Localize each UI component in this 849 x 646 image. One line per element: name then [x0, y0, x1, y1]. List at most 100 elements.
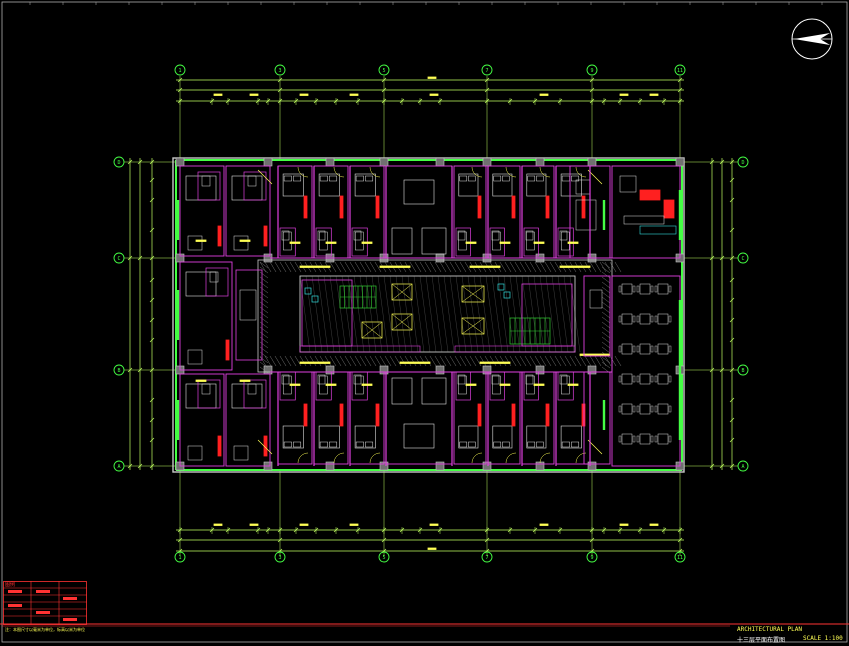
hatch-line — [529, 261, 537, 273]
kitchen-equipment — [639, 225, 677, 235]
bed — [492, 173, 513, 197]
dining-chair — [668, 435, 672, 443]
hatch-line — [349, 355, 357, 367]
dining-chair — [668, 375, 672, 383]
bed — [231, 175, 263, 201]
bed — [526, 173, 547, 197]
hatch-line — [601, 346, 611, 354]
structural-column — [587, 461, 597, 471]
structural-column — [535, 461, 545, 471]
hatch-line — [429, 261, 437, 273]
pillow — [561, 175, 570, 182]
hatch-line — [259, 261, 267, 273]
toilet — [525, 230, 534, 241]
toilet — [247, 383, 257, 395]
dimension-text-mark — [619, 93, 629, 96]
dining-table — [621, 343, 633, 355]
hatch-line — [601, 361, 611, 369]
suite-desk — [421, 227, 447, 255]
hatch-line — [329, 355, 337, 367]
hatch-line — [534, 261, 542, 273]
axis-bubble — [174, 64, 186, 76]
room-tag — [533, 241, 545, 244]
hatch-line — [459, 355, 467, 367]
core-hatch — [467, 275, 479, 353]
pillow — [527, 175, 536, 182]
dimension-tick — [729, 197, 735, 203]
axis-bubble-label: D — [117, 160, 120, 166]
cyan-marker — [503, 291, 511, 299]
axis-bubble — [274, 551, 286, 563]
structural-column — [379, 157, 389, 167]
toilet — [525, 374, 534, 385]
hatch-line — [524, 261, 532, 273]
dining-chair — [650, 405, 654, 413]
bathtub — [561, 231, 570, 251]
core-hatch — [563, 275, 575, 353]
hatch-line — [389, 355, 397, 367]
core-hatch — [437, 275, 449, 353]
hatch-line — [601, 276, 611, 284]
toilet — [201, 383, 211, 395]
toilet — [209, 271, 219, 283]
hatch-line — [264, 355, 272, 367]
dining-chair — [668, 345, 672, 353]
core-hatch — [551, 275, 563, 353]
dining-table — [657, 373, 669, 385]
bed — [492, 425, 513, 449]
hatch-line — [489, 355, 497, 367]
hatch-line — [404, 355, 412, 367]
toilet — [353, 374, 362, 385]
hatch-line — [449, 261, 457, 273]
axis-bubble — [113, 364, 125, 376]
toilet — [491, 374, 500, 385]
room-tag — [533, 383, 545, 386]
bathroom — [205, 267, 229, 297]
service-fixture — [239, 289, 257, 321]
axis-bubble-label: 11 — [677, 555, 683, 561]
title-block: ARCHITECTURAL PLAN 十三层平面布置图 SCALE 1:100 — [733, 624, 849, 646]
room-tag — [239, 239, 251, 242]
suite-desk — [421, 377, 447, 405]
hatch-line — [364, 355, 372, 367]
hatch-line — [601, 326, 611, 334]
dining-table — [621, 313, 633, 325]
room-tag — [499, 241, 511, 244]
dimension-tick — [729, 337, 735, 343]
dining-table — [657, 283, 669, 295]
hatch-line — [279, 261, 287, 273]
door-swing — [369, 166, 381, 178]
core-hatch — [353, 275, 365, 353]
corridor-annotation — [299, 265, 331, 268]
dining-chair — [632, 315, 636, 323]
dining-table — [621, 283, 633, 295]
dimension-text-mark — [429, 523, 439, 526]
toilet — [457, 230, 466, 241]
structural-column — [325, 157, 335, 167]
bar-counter — [639, 189, 661, 201]
hatch-line — [319, 355, 327, 367]
shelving — [575, 199, 597, 231]
pillow — [293, 441, 302, 448]
axis-bubble — [586, 64, 598, 76]
guest-room — [225, 373, 271, 467]
hatch-line — [549, 355, 557, 367]
wall-accent — [375, 195, 380, 219]
hatch-line — [601, 356, 611, 364]
hatch-line — [329, 261, 337, 273]
axis-bubble-label: C — [117, 256, 120, 262]
wall-accent — [477, 195, 482, 219]
hatch-line — [279, 355, 287, 367]
hatch-line — [369, 355, 377, 367]
toilet — [281, 374, 290, 385]
hatch-line — [584, 355, 592, 367]
pillow — [329, 441, 338, 448]
hatch-line — [469, 355, 477, 367]
dining-chair — [668, 285, 672, 293]
hatch-line — [601, 316, 611, 324]
bed — [458, 173, 479, 197]
hatch-line — [601, 321, 611, 329]
dining-table — [639, 403, 651, 415]
suite-sofa — [391, 377, 413, 405]
wall-accent — [477, 403, 482, 427]
